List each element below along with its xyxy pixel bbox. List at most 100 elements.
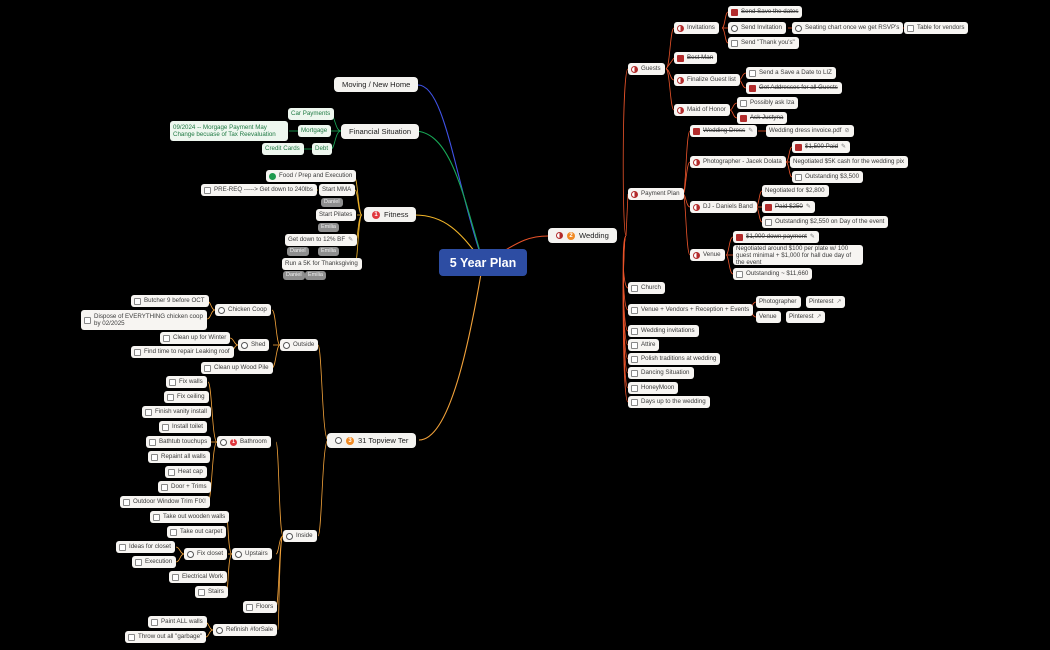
node-invitations[interactable]: Invitations — [674, 22, 719, 34]
node-mortgage[interactable]: Mortgage — [298, 125, 332, 137]
node-negotiated-5k[interactable]: Negotiated $5K cash for the wedding pix — [790, 156, 909, 168]
checkbox-icon[interactable] — [169, 378, 176, 386]
node-floors[interactable]: Floors — [243, 601, 278, 613]
checkbox-checked-icon[interactable] — [677, 54, 684, 62]
checkbox-checked-icon[interactable] — [731, 8, 738, 16]
node-start-pilates[interactable]: Start Pilates — [316, 209, 357, 221]
node-dancing[interactable]: Dancing Situation — [628, 367, 694, 379]
task-circle-icon[interactable] — [286, 532, 293, 540]
node-pinterest-link[interactable]: Pinterest↗ — [806, 296, 846, 308]
node-best-man[interactable]: Best Man — [674, 52, 718, 64]
checkbox-icon[interactable] — [149, 438, 156, 446]
node-electrical[interactable]: Electrical Work — [169, 571, 228, 583]
checkbox-icon[interactable] — [119, 543, 126, 551]
node-wedding-dress[interactable]: Wedding Dress✎ — [690, 125, 758, 137]
checkbox-icon[interactable] — [151, 618, 158, 626]
checkbox-icon[interactable] — [161, 483, 168, 491]
node-down-payment[interactable]: $1,000 down payment✎ — [733, 231, 819, 243]
node-butcher[interactable]: Butcher 9 before OCT — [131, 295, 209, 307]
node-leaking-roof[interactable]: Find time to repair Leaking roof — [131, 346, 234, 358]
node-bathtub[interactable]: Bathtub touchups — [146, 436, 212, 448]
node-possibly-iza[interactable]: Possibly ask Iza — [737, 97, 799, 109]
checkbox-icon[interactable] — [907, 24, 914, 32]
node-venue[interactable]: Venue — [690, 249, 725, 261]
checkbox-checked-icon[interactable] — [740, 114, 747, 122]
node-maid-of-honor[interactable]: Maid of Honor — [674, 104, 730, 116]
task-circle-icon[interactable] — [235, 550, 242, 558]
checkbox-checked-icon[interactable] — [749, 84, 756, 92]
checkbox-icon[interactable] — [145, 408, 152, 416]
checkbox-icon[interactable] — [128, 633, 135, 641]
node-ask-justyna[interactable]: Ask Justyna — [737, 112, 788, 124]
node-polish-traditions[interactable]: Polish traditions at wedding — [628, 353, 721, 365]
node-thank-yous[interactable]: Send "Thank you's" — [728, 37, 799, 49]
branch-financial[interactable]: Financial Situation — [341, 124, 420, 139]
node-get-addresses[interactable]: Get Addresses for all Guests — [746, 82, 842, 94]
node-car-payments[interactable]: Car Payments — [288, 108, 335, 120]
node-refinish[interactable]: Refinish #forSale — [213, 624, 278, 636]
node-table-vendors[interactable]: Table for vendors — [904, 22, 969, 34]
node-run-5k[interactable]: Run a 5K for Thanksgiving — [282, 258, 362, 270]
node-photographer-jacek[interactable]: Photographer - Jacek Dolata — [690, 156, 786, 168]
node-church[interactable]: Church — [628, 282, 665, 294]
checkbox-icon[interactable] — [795, 173, 802, 181]
checkbox-checked-icon[interactable] — [795, 143, 802, 151]
checkbox-icon[interactable] — [123, 498, 130, 506]
task-circle-icon[interactable] — [220, 438, 227, 446]
checkbox-icon[interactable] — [765, 218, 772, 226]
node-paint-walls[interactable]: Paint ALL walls — [148, 616, 207, 628]
node-repaint[interactable]: Repaint all walls — [148, 451, 210, 463]
node-pinterest-link[interactable]: Pinterest↗ — [786, 311, 826, 323]
checkbox-icon[interactable] — [631, 327, 638, 335]
checkbox-icon[interactable] — [153, 513, 160, 521]
node-prereq[interactable]: PRE-REQ -----> Get down to 240lbs — [201, 184, 317, 196]
node-outstanding-2550[interactable]: Outstanding $2,550 on Day of the event — [762, 216, 889, 228]
checkbox-icon[interactable] — [172, 573, 179, 581]
task-circle-icon[interactable] — [283, 341, 290, 349]
task-circle-icon[interactable] — [731, 24, 738, 32]
node-door-trims[interactable]: Door + Trims — [158, 481, 211, 493]
checkbox-icon[interactable] — [631, 384, 638, 392]
node-honeymoon[interactable]: HoneyMoon — [628, 382, 679, 394]
checkbox-checked-icon[interactable] — [736, 233, 743, 241]
node-dj[interactable]: DJ - Daniels Band — [690, 201, 757, 213]
node-stairs[interactable]: Stairs — [195, 586, 228, 598]
node-dress-invoice[interactable]: Wedding dress invoice.pdf⊘ — [766, 125, 854, 137]
node-window-trim[interactable]: Outdoor Window Trim FIX! — [120, 496, 210, 508]
node-wedding-invitations[interactable]: Wedding invitations — [628, 325, 699, 337]
node-payment-plan[interactable]: Payment Plan — [628, 188, 684, 200]
checkbox-icon[interactable] — [134, 297, 141, 305]
node-body-fat[interactable]: Get down to 12% BF✎ — [285, 234, 358, 246]
node-save-date-liz[interactable]: Send a Save a Date to LIZ — [746, 67, 836, 79]
task-circle-icon[interactable] — [795, 24, 802, 32]
task-circle-icon[interactable] — [216, 626, 223, 634]
note-icon[interactable]: ✎ — [805, 204, 811, 210]
checkbox-icon[interactable] — [167, 393, 174, 401]
checkbox-icon[interactable] — [163, 334, 170, 342]
checkbox-checked-icon[interactable] — [765, 203, 772, 211]
node-photographer[interactable]: Photographer — [756, 296, 801, 308]
checkbox-icon[interactable] — [134, 348, 141, 356]
node-attire[interactable]: Attire — [628, 339, 660, 351]
task-circle-icon[interactable] — [218, 306, 225, 314]
checkbox-icon[interactable] — [170, 528, 177, 536]
note-icon[interactable]: ✎ — [348, 237, 354, 243]
external-link-icon[interactable]: ↗ — [836, 299, 842, 305]
node-paid-250[interactable]: Paid $250✎ — [762, 201, 815, 213]
checkbox-icon[interactable] — [84, 316, 91, 324]
node-venue-2[interactable]: Venue — [756, 311, 781, 323]
node-outside[interactable]: Outside — [280, 339, 319, 351]
checkbox-icon[interactable] — [168, 468, 175, 476]
node-debt[interactable]: Debt — [312, 143, 333, 155]
node-finalize-guest[interactable]: Finalize Guest list — [674, 74, 740, 86]
attachment-icon[interactable]: ⊘ — [844, 128, 850, 134]
node-dispose[interactable]: Dispose of EVERYTHING chicken coop by 02… — [81, 310, 207, 330]
node-mortgage-note[interactable]: 09/2024 -- Morgage Payment May Change be… — [170, 121, 288, 141]
root-topic[interactable]: 5 Year Plan — [439, 249, 527, 276]
node-heat-cap[interactable]: Heat cap — [165, 466, 207, 478]
checkbox-icon[interactable] — [246, 603, 253, 611]
checkbox-icon[interactable] — [204, 186, 211, 194]
